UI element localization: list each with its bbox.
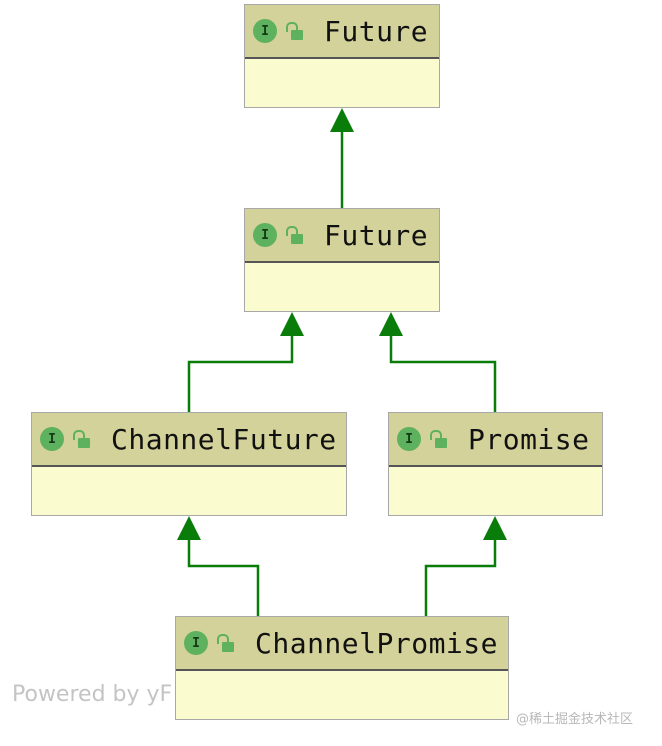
class-header: I Future [245, 5, 439, 59]
public-lock-icon [217, 633, 235, 653]
edge-channel-promise-to-promise [424, 538, 497, 616]
public-lock-icon [430, 429, 448, 449]
edge-channel-promise-to-channel-future [187, 538, 260, 616]
interface-badge-icon: I [253, 223, 277, 247]
arrowhead-future-mid-left [280, 312, 304, 336]
interface-badge-icon: I [40, 427, 64, 451]
class-name: Future [324, 218, 429, 252]
interface-badge-icon: I [184, 631, 208, 655]
class-header: I ChannelFuture [32, 413, 346, 467]
juejin-watermark: @稀土掘金技术社区 [516, 712, 634, 727]
arrowhead-promise [483, 516, 507, 540]
interface-badge-icon: I [253, 19, 277, 43]
class-name: Promise [468, 422, 590, 456]
interface-badge-icon: I [397, 427, 421, 451]
class-node-channel-promise[interactable]: I ChannelPromise [175, 616, 509, 720]
class-node-future-top[interactable]: I Future [244, 4, 440, 108]
arrowhead-future-mid-right [379, 312, 403, 336]
edge-promise-to-future-mid [389, 334, 497, 412]
class-name: ChannelFuture [111, 422, 337, 456]
class-node-future-mid[interactable]: I Future [244, 208, 440, 312]
arrowhead-channel-future [177, 516, 201, 540]
class-node-channel-future[interactable]: I ChannelFuture [31, 412, 347, 516]
public-lock-icon [73, 429, 91, 449]
public-lock-icon [286, 225, 304, 245]
edge-channel-future-to-future-mid [187, 334, 294, 412]
public-lock-icon [286, 21, 304, 41]
arrowhead-future-top [330, 108, 354, 132]
powered-by-watermark: Powered by yF [12, 682, 173, 707]
class-header: I Promise [389, 413, 602, 467]
class-name: ChannelPromise [255, 626, 499, 660]
class-name: Future [324, 14, 429, 48]
class-header: I Future [245, 209, 439, 263]
class-header: I ChannelPromise [176, 617, 508, 671]
class-node-promise[interactable]: I Promise [388, 412, 603, 516]
